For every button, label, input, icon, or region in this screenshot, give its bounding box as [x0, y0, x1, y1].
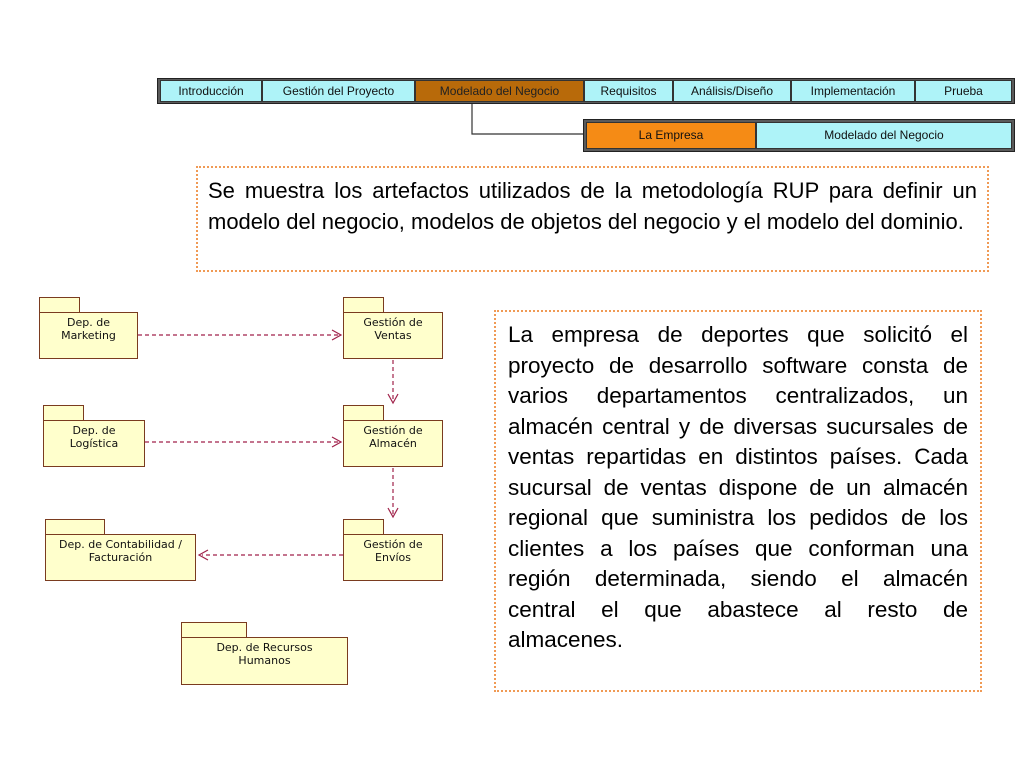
intro-text: Se muestra los artefactos utilizados de … [208, 178, 977, 234]
package-dep-marketing[interactable]: Dep. de Marketing [39, 312, 138, 359]
package-label: Ventas [374, 329, 412, 342]
package-label: Gestión de [363, 316, 423, 329]
package-label: Gestión de [363, 538, 423, 551]
package-label: Logística [69, 437, 119, 450]
arrowhead-contabilidad [197, 549, 209, 561]
package-label: Envíos [375, 551, 411, 564]
tab-introduccion[interactable]: Introducción [160, 80, 262, 102]
tab-analisis-diseno[interactable]: Análisis/Diseño [673, 80, 791, 102]
tab-requisitos[interactable]: Requisitos [584, 80, 673, 102]
package-dep-contabilidad[interactable]: Dep. de Contabilidad / Facturación [45, 534, 196, 581]
package-label: Almacén [369, 437, 417, 450]
description-textbox: La empresa de deportes que solicitó el p… [494, 310, 982, 692]
package-gestion-almacen[interactable]: Gestión de Almacén [343, 420, 443, 467]
package-tab [343, 519, 384, 535]
subtab-la-empresa[interactable]: La Empresa [586, 122, 756, 149]
package-label: Dep. de Recursos [216, 641, 313, 654]
package-label: Marketing [61, 329, 116, 342]
tab-implementacion[interactable]: Implementación [791, 80, 915, 102]
package-gestion-ventas[interactable]: Gestión de Ventas [343, 312, 443, 359]
package-label: Dep. de Contabilidad / [59, 538, 182, 551]
arrowhead-almacen-from-ventas [387, 393, 399, 405]
package-gestion-envios[interactable]: Gestión de Envíos [343, 534, 443, 581]
package-dep-recursos-humanos[interactable]: Dep. de Recursos Humanos [181, 637, 348, 685]
description-text: La empresa de deportes que solicitó el p… [508, 322, 968, 652]
arrowhead-almacen [331, 436, 343, 448]
tab-gestion-proyecto[interactable]: Gestión del Proyecto [262, 80, 415, 102]
package-label: Facturación [88, 551, 153, 564]
arrowhead-ventas [331, 329, 343, 341]
package-tab [45, 519, 105, 535]
package-tab [343, 405, 384, 421]
tab-modelado-negocio[interactable]: Modelado del Negocio [415, 80, 584, 102]
subtab-modelado-negocio[interactable]: Modelado del Negocio [756, 122, 1012, 149]
package-label: Humanos [238, 654, 291, 667]
package-label: Gestión de [363, 424, 423, 437]
arrowhead-envios [387, 507, 399, 519]
package-label: Dep. de [67, 316, 110, 329]
package-tab [181, 622, 247, 638]
package-tab [43, 405, 84, 421]
tab-prueba[interactable]: Prueba [915, 80, 1012, 102]
package-tab [39, 297, 80, 313]
intro-textbox: Se muestra los artefactos utilizados de … [196, 166, 989, 272]
package-label: Dep. de [72, 424, 116, 437]
package-tab [343, 297, 384, 313]
package-dep-logistica[interactable]: Dep. de Logística [43, 420, 145, 467]
